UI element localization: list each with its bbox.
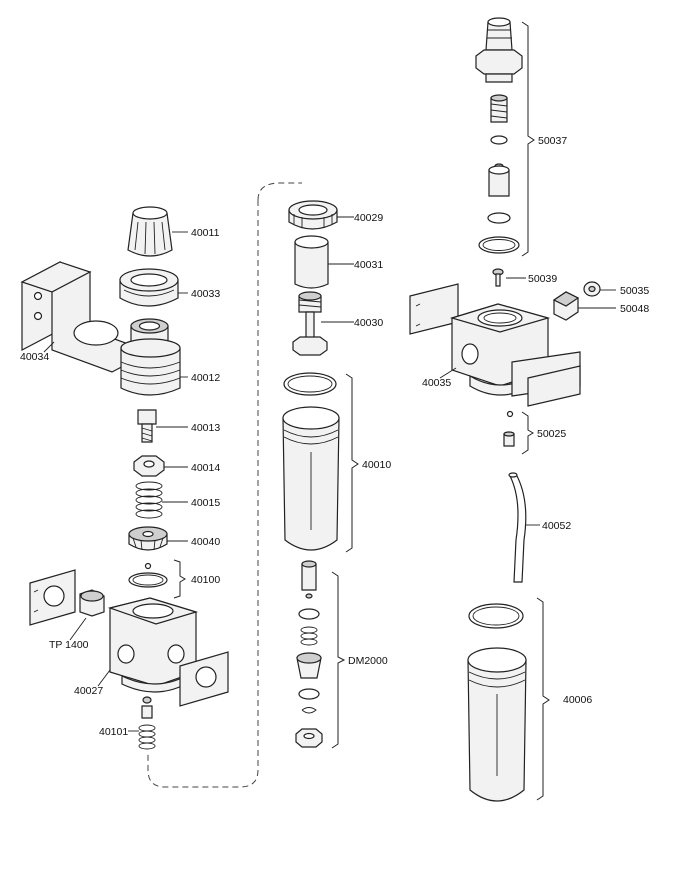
label-40034: 40034 — [20, 351, 49, 363]
part-40030-stud — [292, 291, 328, 356]
label-40013: 40013 — [191, 422, 220, 434]
label-40015: 40015 — [191, 497, 220, 509]
label-40029: 40029 — [354, 212, 383, 224]
part-40027-side-plate — [179, 651, 229, 707]
part-40011-knob — [127, 206, 173, 257]
part-40013-adjusting-screw — [137, 409, 157, 443]
assembly-dashed-line — [147, 182, 302, 788]
part-tp1400-gauge-plug — [79, 589, 105, 617]
label-50025: 50025 — [537, 428, 566, 440]
label-40035: 40035 — [422, 377, 451, 389]
part-40052-siphon-tube — [508, 472, 527, 583]
label-40040: 40040 — [191, 536, 220, 548]
part-40029-ring-nut — [288, 200, 338, 230]
part-40033-nut — [119, 268, 179, 307]
part-40014-hex-nut — [133, 455, 165, 477]
label-40030: 40030 — [354, 317, 383, 329]
label-40033: 40033 — [191, 288, 220, 300]
label-40006: 40006 — [563, 694, 592, 706]
label-50035: 50035 — [620, 285, 649, 297]
label-40101: 40101 — [99, 726, 128, 738]
label-40011: 40011 — [191, 227, 220, 239]
part-50037-stack — [475, 17, 523, 254]
part-40100-seals — [128, 562, 168, 588]
part-40040-diaphragm — [128, 526, 168, 551]
label-tp1400: TP 1400 — [49, 639, 89, 651]
part-50025-fittings — [503, 410, 515, 447]
part-40012-bonnet — [120, 318, 181, 396]
label-40012: 40012 — [191, 372, 220, 384]
label-dm2000: DM2000 — [348, 655, 388, 667]
part-40101-valve-spring — [138, 696, 156, 750]
label-50048: 50048 — [620, 303, 649, 315]
label-50039: 50039 — [528, 273, 557, 285]
part-50039-screw — [492, 268, 504, 287]
part-tp1400-side-plate — [29, 569, 76, 626]
part-40027-regulator-body — [107, 597, 199, 693]
part-dm2000-drain — [295, 560, 323, 748]
label-40100: 40100 — [191, 574, 220, 586]
part-40010-bowl — [282, 406, 340, 551]
part-40031-filter-element — [294, 235, 329, 289]
label-40027: 40027 — [74, 685, 103, 697]
part-40006-bowl — [467, 647, 527, 802]
label-40031: 40031 — [354, 259, 383, 271]
part-40010-oring — [283, 372, 337, 396]
part-50048-sight-dome — [552, 291, 580, 321]
label-50037: 50037 — [538, 135, 567, 147]
part-40006-oring — [468, 603, 524, 629]
label-40052: 40052 — [542, 520, 571, 532]
label-40014: 40014 — [191, 462, 220, 474]
part-40015-spring — [135, 481, 163, 519]
label-40010: 40010 — [362, 459, 391, 471]
part-40035-lubricator-body — [409, 283, 581, 407]
part-50035-washer — [583, 281, 601, 297]
